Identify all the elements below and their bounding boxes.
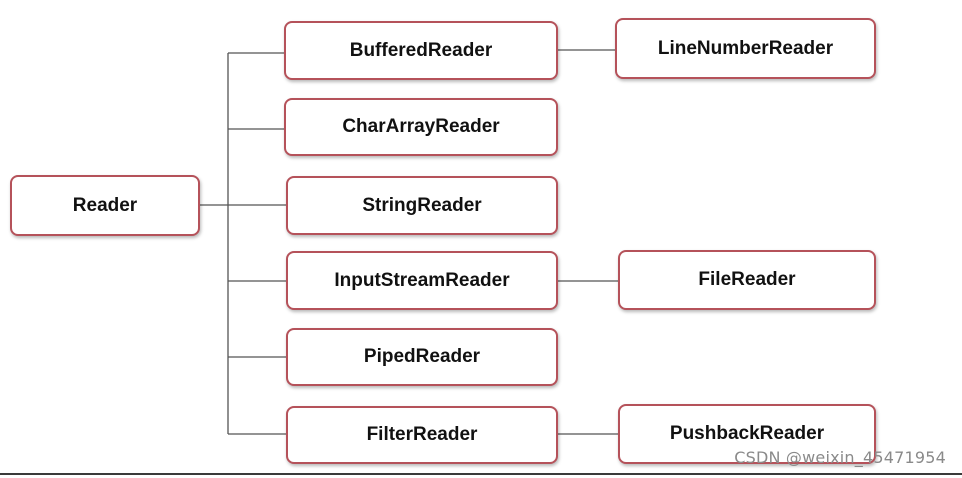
node-stringreader: StringReader — [286, 176, 558, 235]
node-filterreader: FilterReader — [286, 406, 558, 464]
node-reader: Reader — [10, 175, 200, 236]
node-linenumberreader: LineNumberReader — [615, 18, 876, 79]
node-bufferedreader-label: BufferedReader — [349, 39, 493, 61]
node-filereader: FileReader — [618, 250, 876, 310]
node-inputstreamreader-label: InputStreamReader — [334, 269, 510, 291]
node-pipedreader: PipedReader — [286, 328, 558, 386]
node-filereader-label: FileReader — [698, 269, 796, 290]
node-stringreader-label: StringReader — [362, 194, 482, 216]
bottom-divider — [0, 473, 962, 475]
node-bufferedreader: BufferedReader — [284, 21, 558, 80]
watermark-text: CSDN @weixin_45471954 — [734, 448, 946, 467]
node-pushbackreader-label: PushbackReader — [669, 423, 825, 444]
node-filterreader-label: FilterReader — [366, 424, 478, 445]
node-inputstreamreader: InputStreamReader — [286, 251, 558, 310]
node-pushbackreader: PushbackReader — [618, 404, 876, 464]
node-pipedreader-label: PipedReader — [363, 346, 481, 367]
node-reader-label: Reader — [72, 194, 138, 216]
node-chararrayreader: CharArrayReader — [284, 98, 558, 156]
node-linenumberreader-label: LineNumberReader — [657, 37, 834, 59]
node-chararrayreader-label: CharArrayReader — [342, 116, 500, 137]
